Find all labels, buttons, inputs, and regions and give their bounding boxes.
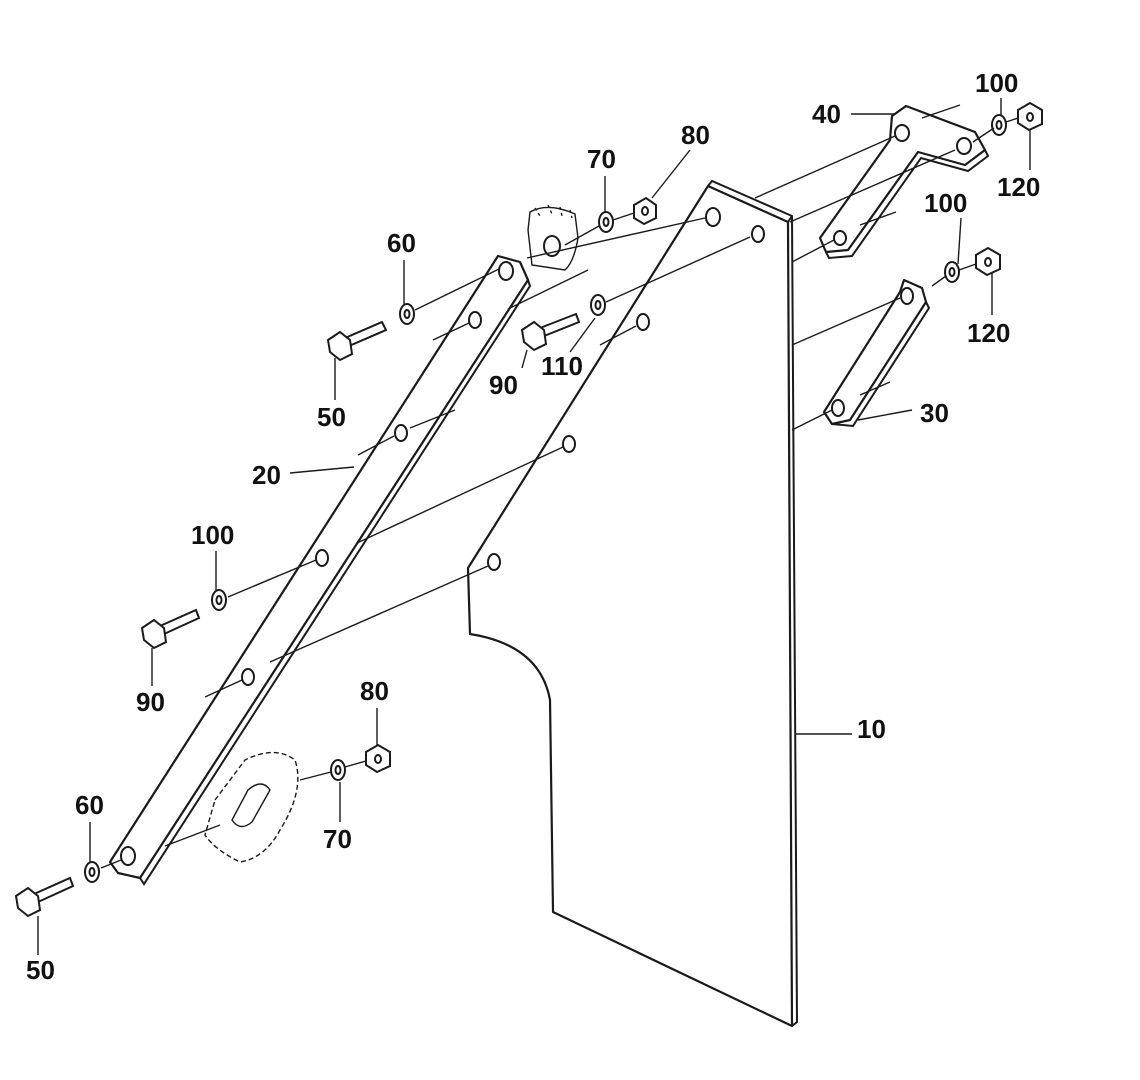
panel-hole [487, 553, 501, 571]
panel-part-10 [466, 179, 799, 1028]
nut-120-top [1017, 101, 1043, 132]
washer-110 [590, 294, 606, 316]
callout-50-bottom: 50 [26, 955, 55, 985]
strap-hole [315, 549, 329, 567]
washer-70-bottom [330, 759, 346, 781]
callout-100-top-right: 100 [975, 68, 1019, 98]
bracket-hole [894, 124, 910, 142]
strap-hole [120, 846, 136, 866]
strap-hole [831, 399, 845, 417]
strap-hole [241, 668, 255, 686]
strap-hole [394, 424, 408, 442]
mounting-tab-bottom [204, 751, 299, 863]
washer-100-left [211, 589, 227, 611]
bracket-hole [956, 137, 972, 155]
panel-hole [636, 313, 650, 331]
strap-hole [498, 261, 514, 281]
callout-60-top: 60 [387, 228, 416, 258]
panel-hole [751, 225, 765, 243]
callout-10: 10 [857, 714, 886, 744]
callout-80-bottom: 80 [360, 676, 389, 706]
callout-120-mid: 120 [967, 318, 1011, 348]
washer-100-top-right [991, 114, 1007, 136]
strap-hole [468, 311, 482, 329]
washer-60-top [399, 303, 415, 325]
callout-60-bottom: 60 [75, 790, 104, 820]
mounting-tab-top [527, 204, 579, 271]
bolt-50-bottom [14, 876, 75, 918]
callout-80-top: 80 [681, 120, 710, 150]
callout-110: 110 [541, 351, 583, 381]
nut-120-mid [975, 246, 1001, 277]
leader-lines [37, 98, 1031, 955]
panel-hole [562, 435, 576, 453]
panel-hole [705, 207, 721, 227]
callout-70-top: 70 [587, 144, 616, 174]
bracket-part-40 [818, 104, 990, 260]
washer-70-top [598, 211, 614, 233]
callout-100-left: 100 [191, 520, 235, 550]
callout-20: 20 [252, 460, 281, 490]
strap-part-20 [108, 254, 532, 886]
washer-60-bottom [84, 861, 100, 883]
callout-90-left: 90 [136, 687, 165, 717]
strap-part-30 [822, 278, 931, 428]
washer-100-mid-right [944, 261, 960, 283]
bolt-90-left [140, 608, 201, 650]
nut-80-bottom [365, 743, 391, 774]
callout-120-top: 120 [997, 172, 1041, 202]
callout-30: 30 [920, 398, 949, 428]
nut-80-top [633, 196, 657, 226]
bolt-50-top [326, 320, 388, 362]
bracket-hole [833, 230, 847, 246]
bolt-90-top [520, 312, 581, 352]
callout-100-mid-right: 100 [924, 188, 968, 218]
callout-50-top: 50 [317, 402, 346, 432]
strap-hole [900, 287, 914, 305]
callout-40: 40 [812, 99, 841, 129]
callout-90-top: 90 [489, 370, 518, 400]
assembly-lines [100, 104, 1019, 869]
callout-70-bottom: 70 [323, 824, 352, 854]
